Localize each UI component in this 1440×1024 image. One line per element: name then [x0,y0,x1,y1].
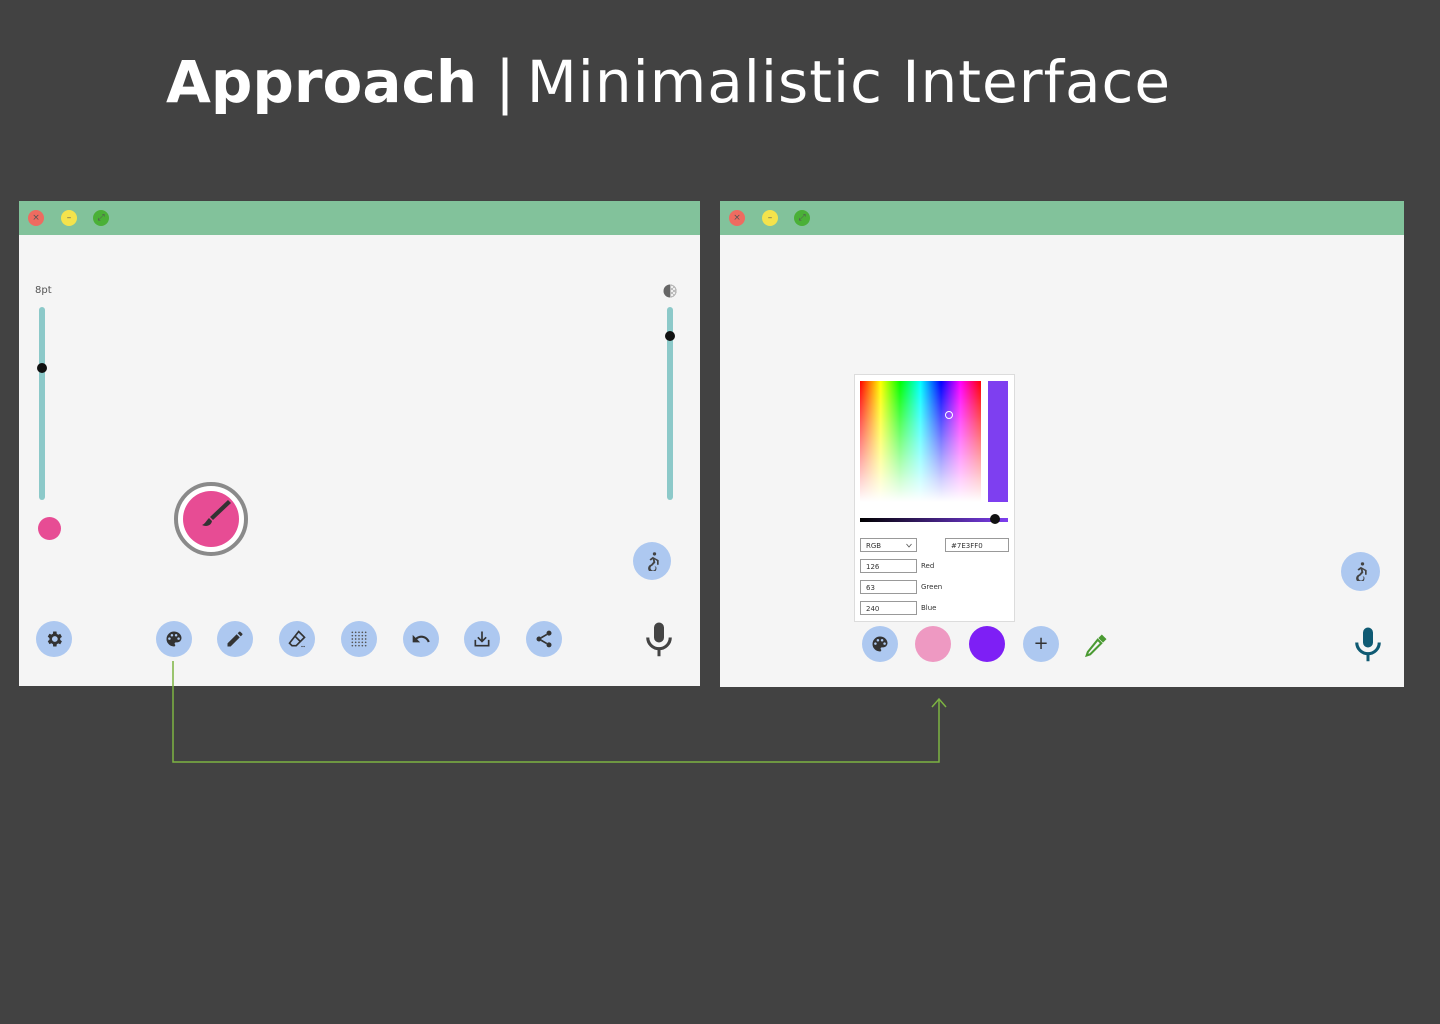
maximize-window-button[interactable]: ⤢ [794,210,810,226]
add-color-button[interactable]: + [1023,626,1059,662]
swatch-purple[interactable] [969,626,1005,662]
pencil-icon [227,631,243,647]
close-window-button[interactable]: × [729,210,745,226]
opacity-icon [663,284,677,298]
window-titlebar: × – ⤢ [19,201,700,235]
color-mode-value: RGB [866,542,882,550]
blue-label: Blue [921,604,937,612]
pencil-button[interactable] [217,621,253,657]
color-window: × – ⤢ RGB #7E3FF0 126 Red 63 Green 240 B… [720,201,1404,687]
value-slider[interactable] [860,518,1008,522]
red-input[interactable]: 126 [860,559,917,573]
blue-input[interactable]: 240 [860,601,917,615]
undo-icon [412,634,430,643]
opacity-thumb[interactable] [665,331,675,341]
close-window-button[interactable]: × [28,210,44,226]
swatch-light-pink[interactable] [915,626,951,662]
maximize-window-button[interactable]: ⤢ [93,210,109,226]
chevron-down-icon [906,543,912,548]
color-picker-panel: RGB #7E3FF0 126 Red 63 Green 240 Blue [854,374,1015,622]
palette-button[interactable] [862,626,898,662]
eyedropper-icon[interactable] [1082,631,1110,659]
current-color-dot[interactable] [38,517,61,540]
accessibility-button[interactable] [1341,552,1380,591]
minimize-window-button[interactable]: – [61,210,77,226]
title-separator: | [495,48,515,116]
grid-button[interactable] [341,621,377,657]
brush-size-thumb[interactable] [37,363,47,373]
gear-icon [47,631,62,647]
dot-grid-icon [351,631,367,647]
green-label: Green [921,583,943,591]
value-slider-thumb[interactable] [990,514,1000,524]
eraser-icon [288,630,306,648]
brush-size-label: 8pt [35,285,52,296]
brush-icon [202,500,231,526]
red-label: Red [921,562,935,570]
share-button[interactable] [526,621,562,657]
spectrum-cursor[interactable] [945,411,953,419]
slide-title: Approach|Minimalistic Interface [166,42,1171,122]
window-titlebar: × – ⤢ [720,201,1404,235]
microphone-icon[interactable] [644,621,674,659]
title-bold: Approach [166,48,478,116]
minimize-window-button[interactable]: – [762,210,778,226]
color-preview [988,381,1008,502]
download-icon [474,631,490,647]
brush-cursor [174,482,248,556]
color-spectrum[interactable] [860,381,981,502]
color-mode-select[interactable]: RGB [860,538,917,552]
title-rest: Minimalistic Interface [526,48,1172,116]
undo-button[interactable] [403,621,439,657]
eraser-button[interactable] [279,621,315,657]
share-icon [536,630,552,648]
brush-size-slider[interactable] [39,307,45,500]
accessibility-button[interactable] [633,542,671,580]
palette-button[interactable] [156,621,192,657]
accessibility-icon [1356,562,1367,581]
opacity-slider[interactable] [667,307,673,500]
accessibility-icon [648,552,659,571]
microphone-icon[interactable] [1353,626,1383,664]
save-button[interactable] [464,621,500,657]
brush-cursor-fill [183,491,239,547]
palette-icon [166,631,182,647]
palette-icon [872,636,888,652]
drawing-window: × – ⤢ 8pt [19,201,700,686]
green-input[interactable]: 63 [860,580,917,594]
settings-button[interactable] [36,621,72,657]
hex-input[interactable]: #7E3FF0 [945,538,1009,552]
